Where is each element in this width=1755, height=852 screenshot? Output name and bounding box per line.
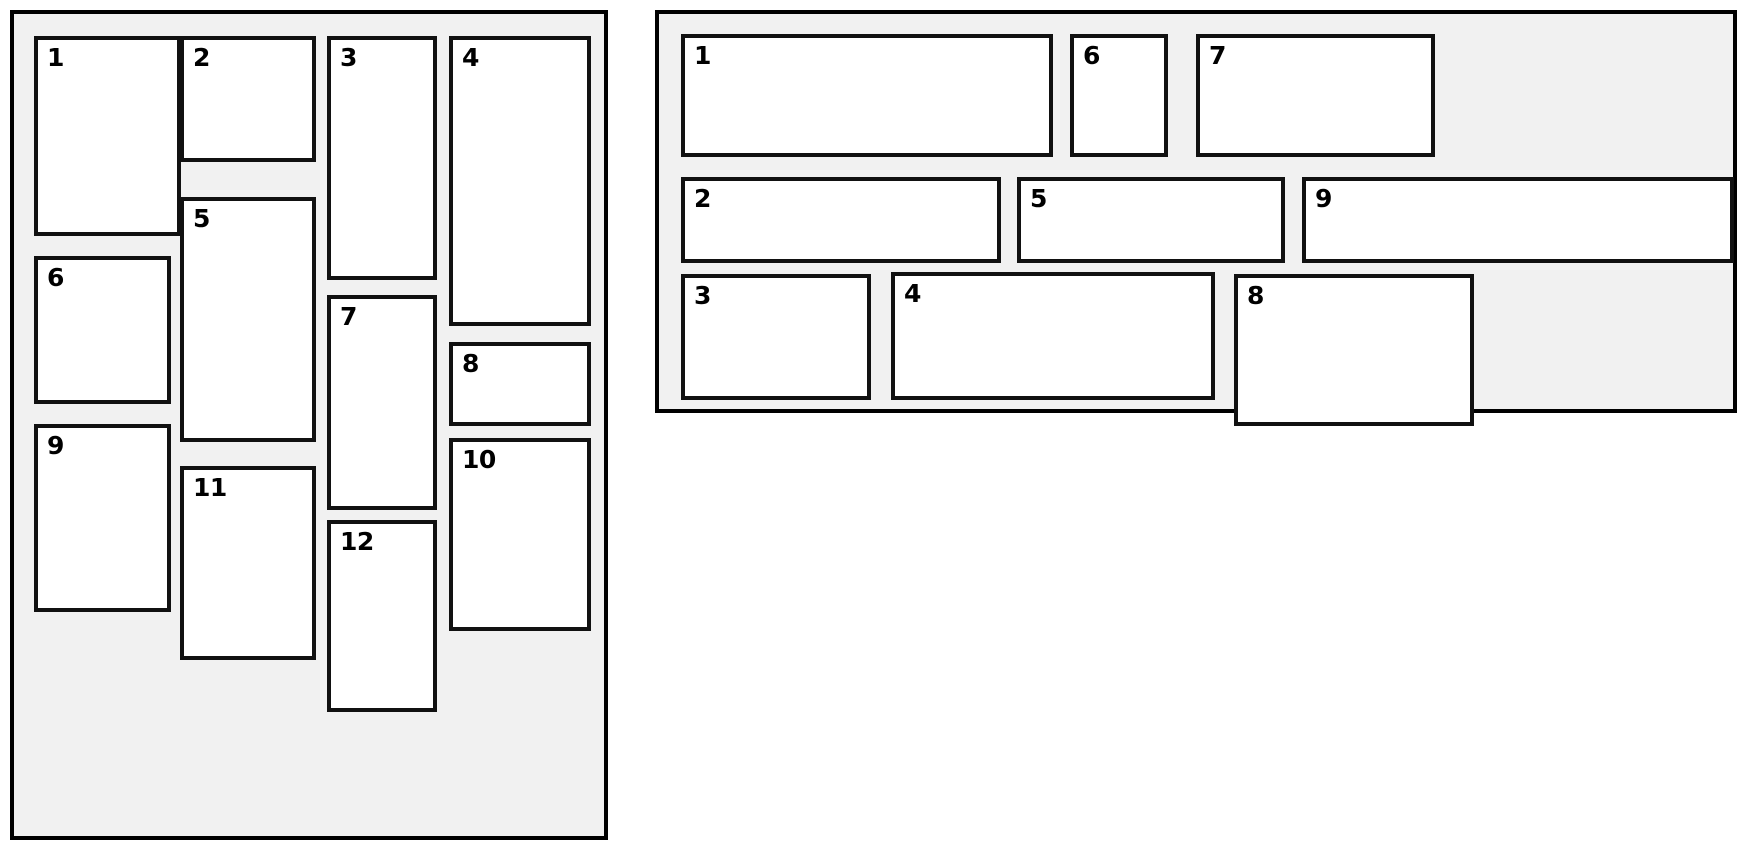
- layout-box[interactable]: 10: [449, 438, 591, 631]
- layout-box[interactable]: 1: [681, 34, 1053, 157]
- layout-box[interactable]: 1: [34, 36, 181, 236]
- layout-box[interactable]: 3: [681, 274, 871, 400]
- layout-box[interactable]: 11: [180, 466, 316, 660]
- layout-box[interactable]: 2: [681, 177, 1001, 263]
- layout-box[interactable]: 9: [1302, 177, 1734, 263]
- layout-box-label: 3: [694, 281, 711, 310]
- layout-box[interactable]: 9: [34, 424, 171, 612]
- layout-box[interactable]: 2: [180, 36, 316, 162]
- layout-box[interactable]: 7: [1196, 34, 1435, 157]
- layout-box[interactable]: 7: [327, 295, 437, 510]
- right-layout-panel: 1 6 7 2 5 9 3 4 8: [655, 10, 1737, 426]
- layout-box-label: 8: [1247, 281, 1264, 310]
- layout-box-label: 1: [694, 41, 711, 70]
- layout-box-label: 1: [47, 43, 64, 72]
- layout-box-label: 5: [193, 204, 210, 233]
- layout-box-label: 4: [904, 279, 921, 308]
- layout-box[interactable]: 6: [34, 256, 171, 404]
- layout-box-label: 5: [1030, 184, 1047, 213]
- layout-box[interactable]: 3: [327, 36, 437, 280]
- layout-box-label: 7: [340, 302, 357, 331]
- layout-box[interactable]: 8: [449, 342, 591, 426]
- layout-box-label: 7: [1209, 41, 1226, 70]
- layout-box-label: 11: [193, 473, 227, 502]
- layout-box-label: 12: [340, 527, 374, 556]
- layout-box-label: 3: [340, 43, 357, 72]
- layout-box-label: 2: [694, 184, 711, 213]
- layout-box[interactable]: 4: [891, 272, 1215, 400]
- layout-box[interactable]: 8: [1234, 274, 1474, 426]
- layout-box-label: 4: [462, 43, 479, 72]
- layout-box[interactable]: 5: [180, 197, 316, 442]
- layout-box-label: 6: [47, 263, 64, 292]
- layout-box-label: 8: [462, 349, 479, 378]
- layout-box-label: 2: [193, 43, 210, 72]
- layout-box[interactable]: 5: [1017, 177, 1285, 263]
- layout-box-label: 9: [47, 431, 64, 460]
- layout-box[interactable]: 4: [449, 36, 591, 326]
- layout-box[interactable]: 6: [1070, 34, 1168, 157]
- layout-box[interactable]: 12: [327, 520, 437, 712]
- layout-box-label: 10: [462, 445, 496, 474]
- layout-box-label: 9: [1315, 184, 1332, 213]
- layout-box-label: 6: [1083, 41, 1100, 70]
